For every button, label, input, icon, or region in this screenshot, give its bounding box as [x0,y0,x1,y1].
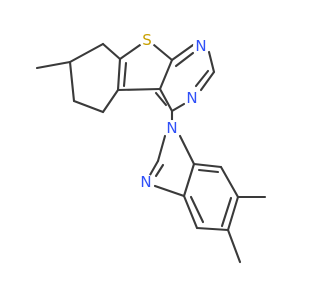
bond-py-1-double [174,51,195,68]
pyrimidine-n1-label: N [195,37,206,55]
bond-bz-5 [182,194,199,230]
bond-cy-6 [68,60,76,103]
molecular-structure-diagram: S N N N N [35,31,267,264]
bond-bz-2 [219,165,240,199]
bond-cy-3 [116,57,122,92]
bond-bz-1 [192,162,223,169]
sulfur-atom-label: S [142,31,152,49]
bond-th-double-inner [122,61,128,88]
bond-methyl-ring [35,60,72,70]
bond-th-4 [116,87,162,92]
bond-py-3 [199,70,216,92]
atom-labels: S N N N N [138,31,209,191]
bond-py-1 [170,43,195,62]
bonds [35,42,267,264]
pyrimidine-n3-label: N [186,89,197,107]
bond-im-2 [148,159,160,177]
bond-py-5 [158,87,174,113]
imidazole-n3-label: N [140,173,151,191]
bond-methyl-bz-2 [226,228,242,264]
bond-py-3-double [194,69,210,88]
bond-bz-5-double [189,195,205,224]
bond-bz-1-double [197,168,220,174]
bond-bz-4 [195,226,230,232]
bond-cy-1 [68,42,105,64]
bond-bz-3 [226,195,240,232]
bond-py-4 [170,102,186,113]
bond-py-5-double [154,91,168,107]
bond-cy-2 [101,42,122,61]
bond-im-3 [153,184,186,198]
bond-cy-5 [72,99,105,114]
bond-im-2-double [154,163,165,178]
bond-th-cs-2 [152,43,174,62]
bond-cy-4 [101,88,120,114]
bond-im-1 [156,134,167,163]
bond-im-4 [182,162,196,198]
bond-bz-3-double [220,196,233,228]
bond-im-5 [178,134,196,166]
bond-th-3 [158,58,174,91]
bond-py-2 [207,50,216,74]
imidazole-n1-label: N [166,119,177,137]
bond-th-cs-1 [118,43,142,61]
